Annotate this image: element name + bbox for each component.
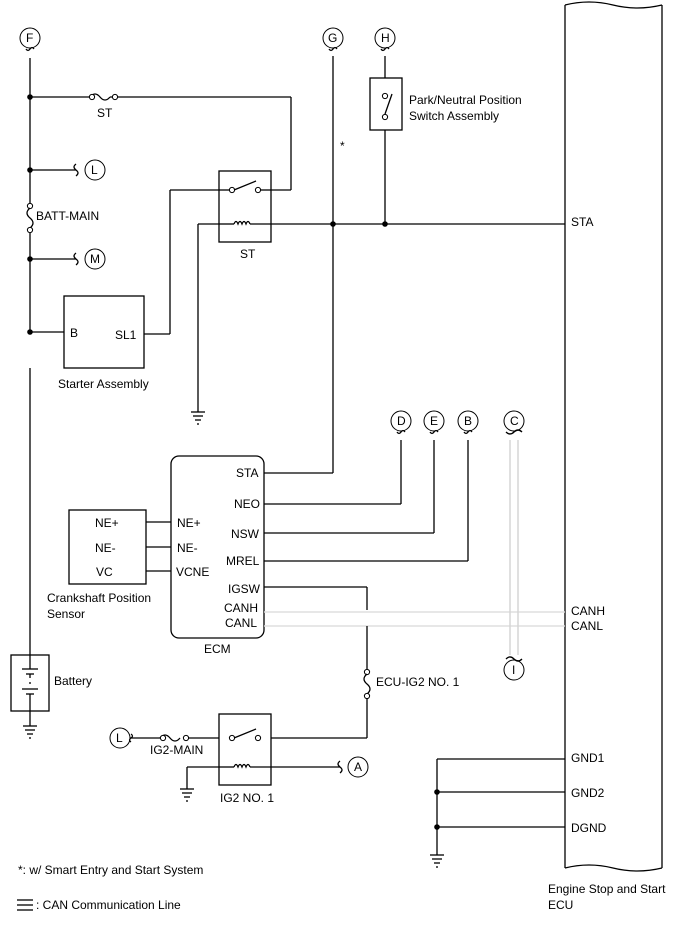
svg-text:C: C <box>510 414 519 428</box>
starter-label: Starter Assembly <box>58 377 149 391</box>
svg-text:G: G <box>328 31 337 45</box>
ecm-pin-mrel: MREL <box>226 554 260 568</box>
ig2-relay <box>218 713 272 786</box>
can-lines <box>264 440 565 655</box>
ecu-pin-gnd1: GND1 <box>571 751 605 765</box>
connector-l-bottom: L <box>109 727 134 749</box>
fuse-st-label: ST <box>97 106 113 120</box>
ecm-pin-ne-plus: NE+ <box>177 516 201 530</box>
svg-text:M: M <box>90 252 100 266</box>
st-relay <box>218 170 272 243</box>
fuse-ecu-ig2-label: ECU-IG2 NO. 1 <box>376 675 460 689</box>
fuse-ig2-main-label: IG2-MAIN <box>150 743 203 757</box>
ground-symbol-ig2 <box>180 788 194 802</box>
can-line-legend-icon <box>17 899 33 911</box>
ecu-pin-canh: CANH <box>571 604 605 618</box>
st-relay-label: ST <box>240 247 256 261</box>
note-smart-entry: *: w/ Smart Entry and Start System <box>18 863 203 877</box>
park-neutral-label-2: Switch Assembly <box>409 109 499 123</box>
connector-e: E <box>423 410 445 435</box>
crank-sensor-box <box>68 509 147 585</box>
svg-text:A: A <box>354 760 362 774</box>
svg-text:L: L <box>116 731 123 745</box>
connector-i: I <box>503 656 525 681</box>
starter-pin-b: B <box>70 326 78 340</box>
connector-h: H <box>374 27 396 52</box>
starter-pin-sl1: SL1 <box>115 328 137 342</box>
ecu-pin-gnd2: GND2 <box>571 786 605 800</box>
connector-d: D <box>390 410 412 435</box>
connector-f: F <box>19 27 41 52</box>
connector-m: M <box>84 248 106 270</box>
ecm-pin-canl: CANL <box>225 616 257 630</box>
note-can-line: : CAN Communication Line <box>36 898 181 912</box>
ecm-pin-vcne: VCNE <box>176 565 209 579</box>
fuse-batt-main <box>26 202 34 234</box>
svg-text:I: I <box>512 663 515 677</box>
ground-symbol-battery <box>23 725 37 739</box>
battery-label: Battery <box>54 674 92 688</box>
ecm-pin-canh: CANH <box>224 601 258 615</box>
connector-b: B <box>457 410 479 435</box>
ecm-pin-sta: STA <box>236 466 258 480</box>
crank-pin-ne-plus: NE+ <box>95 516 119 530</box>
ground-symbol-ecu <box>430 854 444 868</box>
svg-text:E: E <box>430 414 438 428</box>
ground-symbol <box>191 411 205 425</box>
ecm-label: ECM <box>204 642 231 656</box>
ig2-relay-label: IG2 NO. 1 <box>220 791 274 805</box>
ecu-pin-canl: CANL <box>571 619 603 633</box>
ecm-pin-neo: NEO <box>234 497 260 511</box>
ecm-pin-igsw: IGSW <box>228 582 261 596</box>
engine-ecu-label-1: Engine Stop and Start <box>548 882 666 896</box>
svg-text:H: H <box>381 31 390 45</box>
svg-text:L: L <box>91 163 98 177</box>
connector-a: A <box>347 756 369 778</box>
svg-text:D: D <box>397 414 406 428</box>
park-neutral-label-1: Park/Neutral Position <box>409 93 522 107</box>
crank-pin-ne-minus: NE- <box>95 541 116 555</box>
fuse-batt-main-label: BATT-MAIN <box>36 209 99 223</box>
ecu-pin-dgnd: DGND <box>571 821 607 835</box>
connector-c: C <box>503 410 525 435</box>
park-neutral-switch <box>369 77 403 131</box>
crank-sensor-label-2: Sensor <box>47 607 85 621</box>
engine-ecu-label-2: ECU <box>548 898 573 912</box>
asterisk-note: * <box>340 139 345 153</box>
connector-l-top: L <box>84 159 106 181</box>
connector-g: G <box>322 27 344 52</box>
svg-text:B: B <box>464 414 472 428</box>
ecu-pin-sta: STA <box>571 215 593 229</box>
engine-ecu-box <box>564 1 663 872</box>
crank-pin-vc: VC <box>96 565 113 579</box>
crank-sensor-label-1: Crankshaft Position <box>47 591 151 605</box>
ecm-pin-ne-minus: NE- <box>177 541 198 555</box>
ecm-pin-nsw: NSW <box>231 527 260 541</box>
svg-text:F: F <box>26 31 33 45</box>
starter-assembly <box>63 295 145 369</box>
